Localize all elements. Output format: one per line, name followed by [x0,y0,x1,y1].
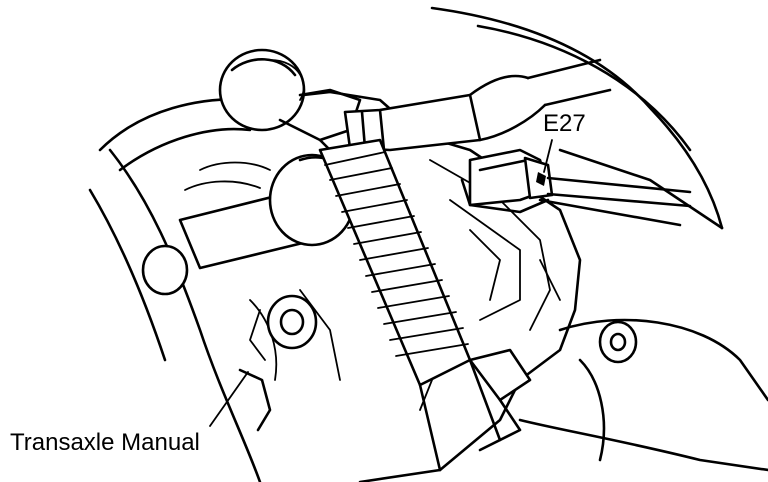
lower-housing [518,318,768,472]
shift-lever-joint [218,48,362,162]
fender-edge [88,148,262,482]
transaxle-label: Transaxle Manual [8,429,202,456]
body-panel [430,6,724,230]
e27-leader [543,139,553,173]
connector-label: E27 [541,110,588,137]
bolt-left [249,294,318,361]
e27-connector [460,148,692,214]
rod-end [468,348,532,452]
transaxle-leader [209,368,272,432]
rubber-boot [318,138,502,472]
shift-rod-left [141,153,360,296]
